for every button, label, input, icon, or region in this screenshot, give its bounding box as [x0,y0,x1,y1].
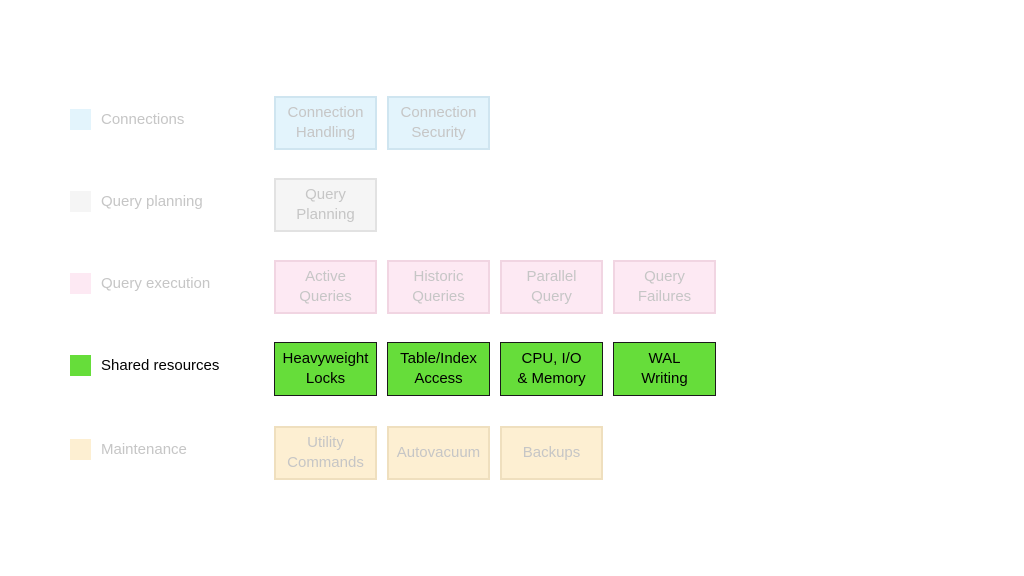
category-box-historic-queries[interactable]: Historic Queries [387,260,490,314]
legend-label-query-execution: Query execution [101,275,211,292]
legend-swatch-query-execution [70,273,91,294]
legend-swatch-query-planning [70,191,91,212]
legend-label-query-planning: Query planning [101,193,203,210]
category-box-heavyweight-locks[interactable]: Heavyweight Locks [274,342,377,396]
legend-label-maintenance: Maintenance [101,441,187,458]
legend-swatch-maintenance [70,439,91,460]
category-box-query-failures[interactable]: Query Failures [613,260,716,314]
category-box-utility-commands[interactable]: Utility Commands [274,426,377,480]
category-box-parallel-query[interactable]: Parallel Query [500,260,603,314]
category-box-wal-writing[interactable]: WAL Writing [613,342,716,396]
category-box-autovacuum[interactable]: Autovacuum [387,426,490,480]
legend-label-connections: Connections [101,111,185,128]
category-box-active-queries[interactable]: Active Queries [274,260,377,314]
category-box-connection-handling[interactable]: Connection Handling [274,96,377,150]
category-box-table-index-access[interactable]: Table/Index Access [387,342,490,396]
category-box-cpu-i-o-memory[interactable]: CPU, I/O & Memory [500,342,603,396]
category-box-backups[interactable]: Backups [500,426,603,480]
legend-swatch-connections [70,109,91,130]
category-box-query-planning[interactable]: Query Planning [274,178,377,232]
legend-swatch-shared-resources [70,355,91,376]
category-box-connection-security[interactable]: Connection Security [387,96,490,150]
legend-label-shared-resources: Shared resources [101,357,220,374]
